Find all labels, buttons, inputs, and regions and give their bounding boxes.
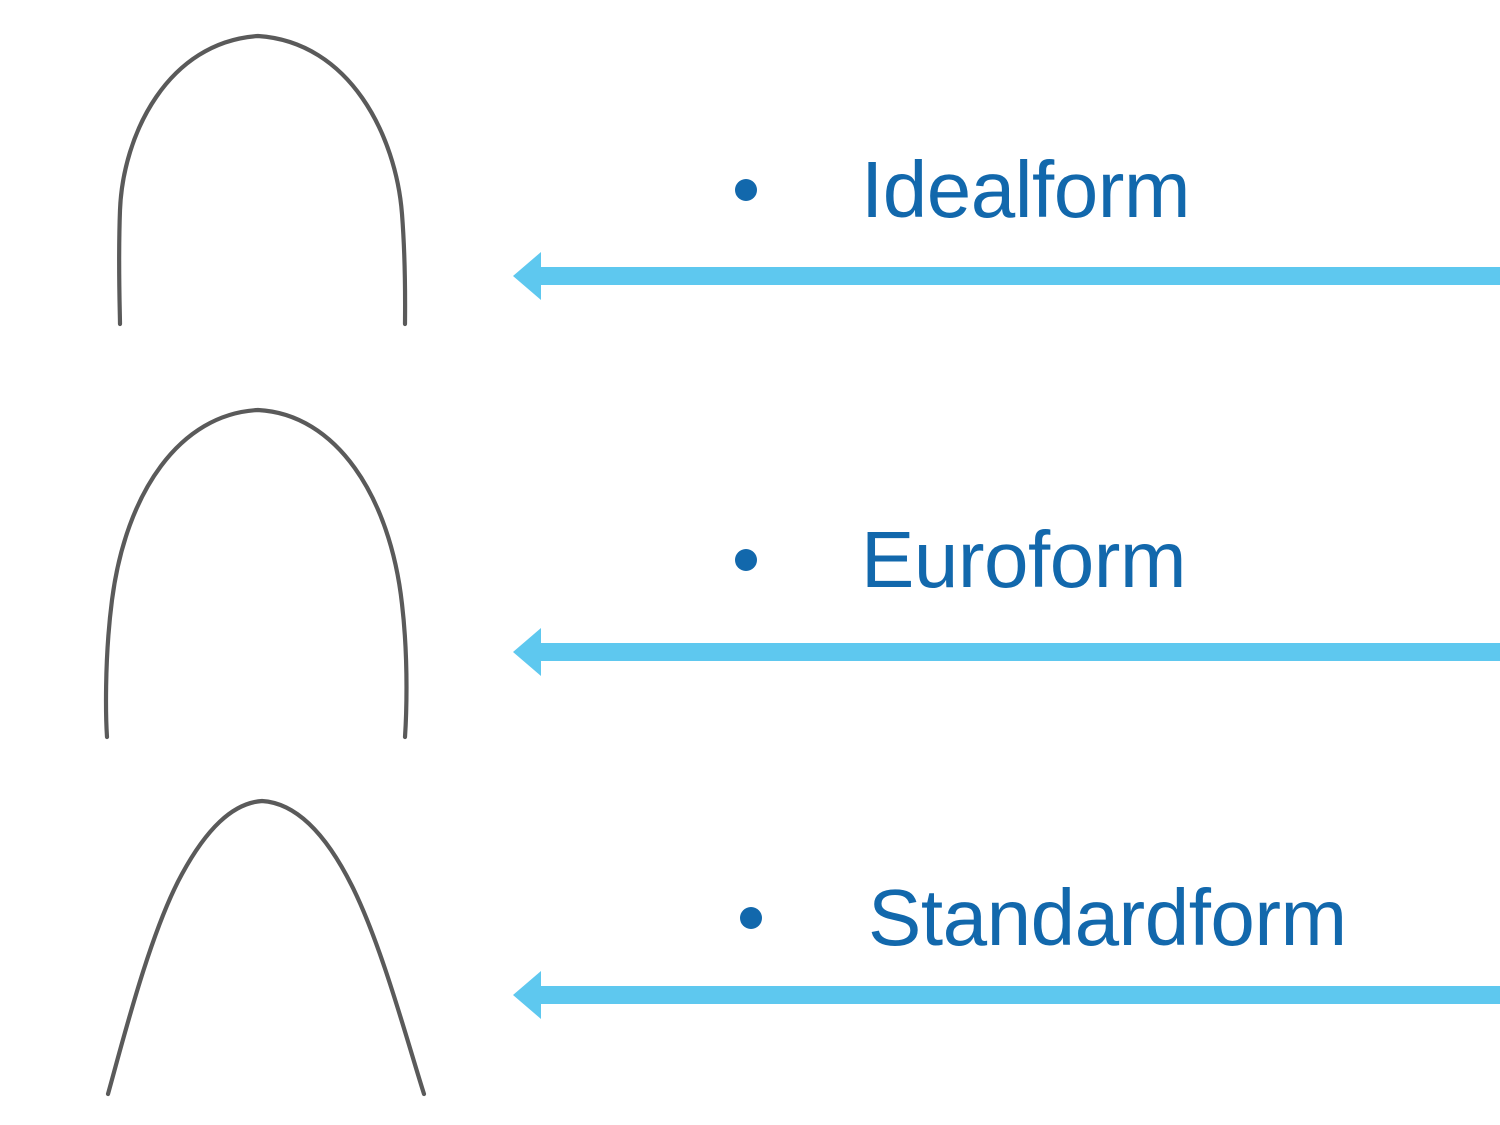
label-idealform: Idealform: [861, 145, 1190, 234]
left-arrow-icon: [513, 628, 1500, 676]
idealform-archwire: [0, 14, 500, 344]
arrow-idealform: [505, 248, 1500, 304]
arch-wire-path: [105, 798, 427, 1097]
label-row-idealform: Idealform: [735, 150, 1190, 230]
label-euroform: Euroform: [861, 515, 1186, 604]
bullet-dot-icon: [740, 907, 762, 929]
bullet-dot-icon: [735, 549, 757, 571]
label-row-standardform: Standardform: [740, 878, 1347, 958]
standardform-archwire: [0, 782, 500, 1112]
label-row-euroform: Euroform: [735, 520, 1186, 600]
arch-wire-path: [117, 33, 408, 327]
left-arrow-icon: [513, 252, 1500, 300]
left-arrow-icon: [513, 971, 1500, 1019]
euroform-archwire: [0, 392, 500, 752]
bullet-dot-icon: [735, 179, 757, 201]
arrow-standardform: [505, 967, 1500, 1023]
label-standardform: Standardform: [868, 873, 1347, 962]
arch-wire-path: [103, 407, 409, 740]
arrow-euroform: [505, 624, 1500, 680]
